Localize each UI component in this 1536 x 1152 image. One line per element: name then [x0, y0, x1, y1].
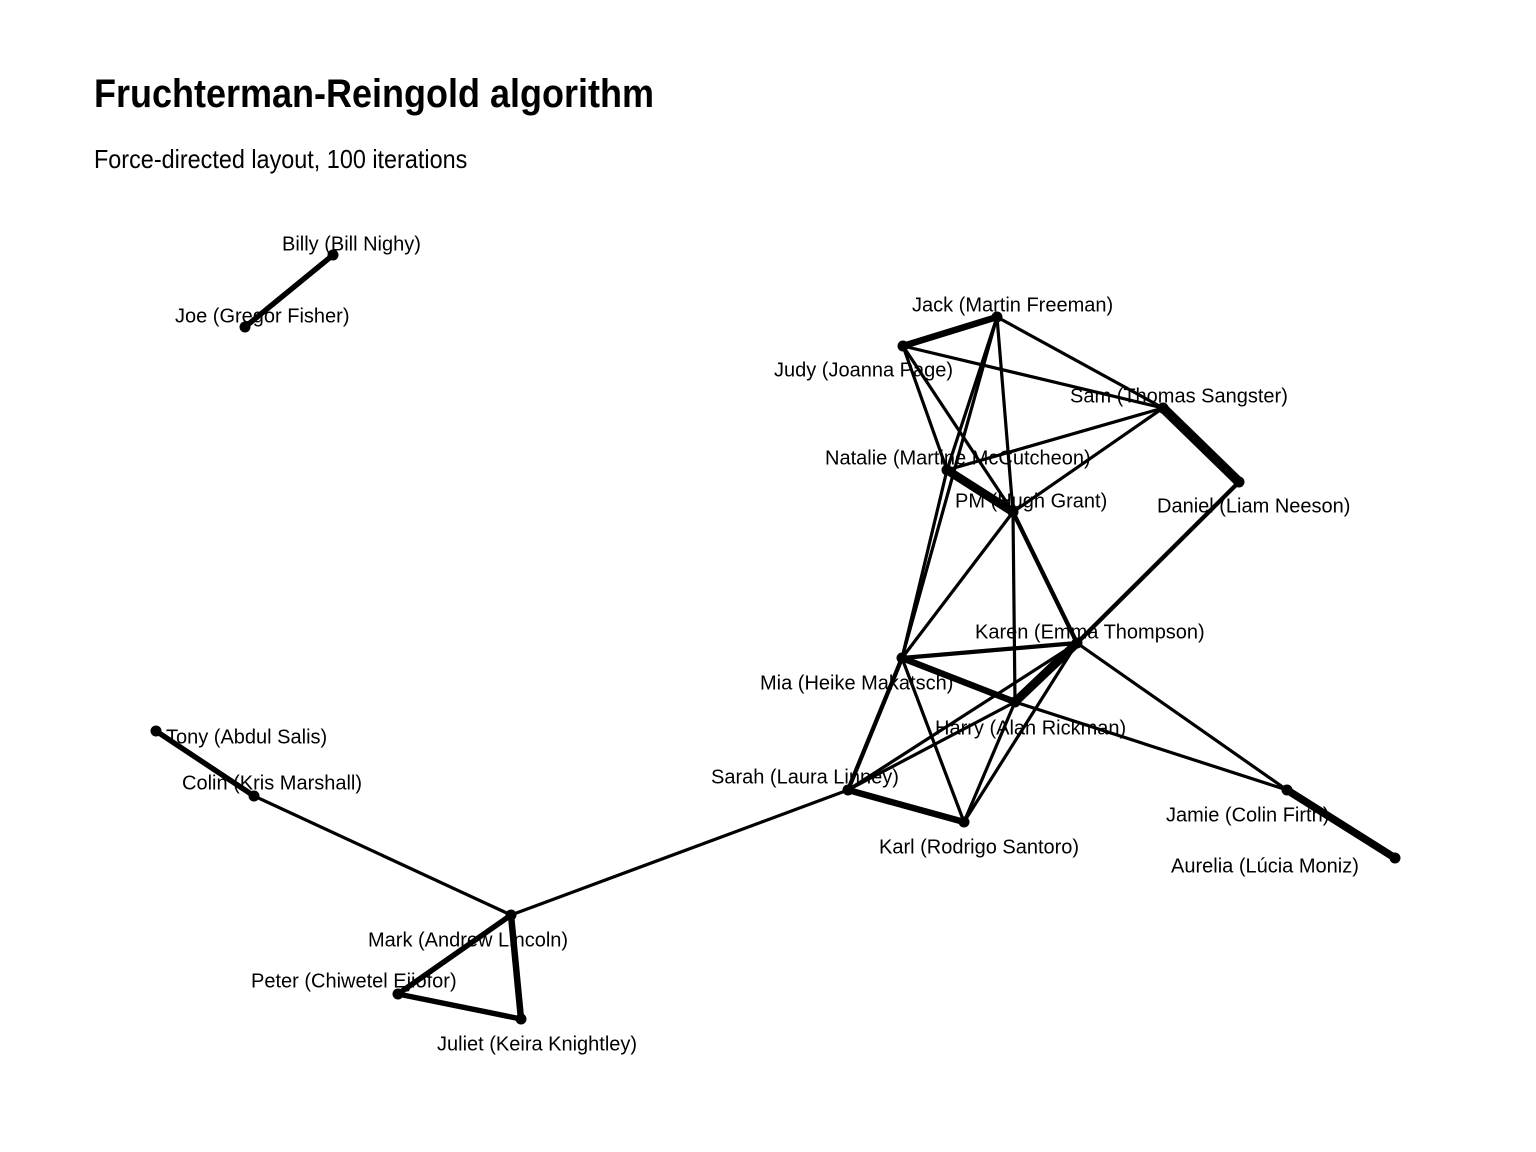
node-label-billy: Billy (Bill Nighy) — [282, 233, 421, 255]
edge-daniel-karen — [1075, 480, 1241, 645]
edge-pm-sam — [1012, 406, 1164, 514]
edge-judy-sam — [902, 344, 1164, 410]
node-label-harry: Harry (Alan Rickman) — [935, 717, 1126, 739]
edge-jamie-aurelia — [1284, 786, 1398, 862]
node-label-tony: Tony (Abdul Salis) — [166, 726, 327, 748]
edge-mia-karl — [900, 657, 966, 823]
nodes-layer — [150, 249, 1401, 1025]
node-label-karl: Karl (Rodrigo Santoro) — [879, 836, 1079, 858]
edge-karen-karl — [962, 642, 1079, 823]
edge-natalie-pm — [944, 466, 1016, 516]
node-label-jack: Jack (Martin Freeman) — [912, 294, 1113, 316]
node-label-mia: Mia (Heike Makatsch) — [760, 672, 953, 694]
edge-natalie-mia — [900, 469, 949, 659]
node-jack — [991, 311, 1003, 323]
node-label-sarah: Sarah (Laura Linney) — [711, 766, 899, 788]
edge-sarah-karl — [847, 786, 965, 826]
edge-peter-juliet — [397, 991, 522, 1022]
edge-jack-pm — [995, 316, 1015, 513]
node-label-aurelia: Aurelia (Lúcia Moniz) — [1171, 855, 1359, 877]
node-daniel — [1233, 476, 1245, 488]
edge-jack-sam — [996, 315, 1164, 410]
node-karl — [958, 816, 970, 828]
edge-karen-sarah — [847, 641, 1078, 792]
edge-sam-daniel — [1159, 404, 1243, 486]
node-tony — [150, 725, 162, 737]
edge-natalie-sam — [946, 406, 1164, 472]
edge-mia-sarah — [846, 657, 904, 791]
edge-jack-mia — [900, 316, 999, 659]
node-label-jamie: Jamie (Colin Firth) — [1166, 804, 1329, 826]
node-label-colin: Colin (Kris Marshall) — [182, 772, 362, 794]
node-juliet — [515, 1013, 527, 1025]
edge-pm-mia — [900, 511, 1015, 659]
edge-colin-mark — [253, 794, 512, 917]
node-label-joe: Joe (Gregor Fisher) — [175, 305, 350, 327]
edge-jack-natalie — [945, 316, 999, 471]
edge-karen-harry — [1012, 639, 1080, 706]
node-label-mark: Mark (Andrew Lincoln) — [368, 929, 568, 951]
node-natalie — [941, 464, 953, 476]
edge-judy-natalie — [901, 345, 949, 471]
labels-layer: Billy (Bill Nighy) Joe (Gregor Fisher) Jac… — [166, 233, 1359, 1055]
node-judy — [897, 340, 909, 352]
edge-harry-jamie — [1014, 700, 1288, 792]
node-label-pm: PM (Hugh Grant) — [955, 490, 1107, 512]
node-colin — [248, 790, 260, 802]
page-subtitle: Force-directed layout, 100 iterations — [94, 144, 468, 174]
node-sam — [1157, 402, 1169, 414]
node-karen — [1071, 637, 1083, 649]
edge-harry-sarah — [847, 700, 1016, 792]
edge-pm-karen — [1011, 511, 1079, 644]
edge-mark-juliet — [507, 914, 525, 1020]
edge-mark-peter — [396, 912, 513, 997]
node-label-daniel: Daniel (Liam Neeson) — [1157, 495, 1350, 517]
edge-harry-karl — [962, 701, 1017, 823]
node-billy — [327, 249, 339, 261]
node-mia — [896, 652, 908, 664]
node-label-sam: Sam (Thomas Sangster) — [1070, 385, 1288, 407]
node-joe — [239, 321, 251, 333]
page-title: Fruchterman-Reingold algorithm — [94, 72, 655, 116]
node-label-natalie: Natalie (Martine McCutcheon) — [825, 447, 1091, 469]
node-aurelia — [1389, 852, 1401, 864]
node-mark — [505, 909, 517, 921]
node-harry — [1009, 696, 1021, 708]
edge-jack-judy — [902, 313, 998, 350]
node-peter — [392, 988, 404, 1000]
edge-tony-colin — [154, 728, 256, 799]
edge-mark-sarah — [510, 788, 849, 917]
node-jamie — [1281, 784, 1293, 796]
edge-karen-jamie — [1076, 641, 1288, 792]
node-label-karen: Karen (Emma Thompson) — [975, 621, 1205, 643]
node-sarah — [842, 784, 854, 796]
edges-layer — [154, 252, 1398, 1022]
node-label-juliet: Juliet (Keira Knightley) — [437, 1033, 637, 1055]
node-pm — [1007, 506, 1019, 518]
node-label-judy: Judy (Joanna Page) — [774, 359, 953, 381]
edge-mia-karen — [901, 640, 1078, 661]
node-label-peter: Peter (Chiwetel Ejiofor) — [251, 970, 457, 992]
edge-pm-harry — [1011, 511, 1017, 703]
edge-billy-joe — [243, 252, 335, 330]
edge-judy-pm — [901, 345, 1015, 513]
